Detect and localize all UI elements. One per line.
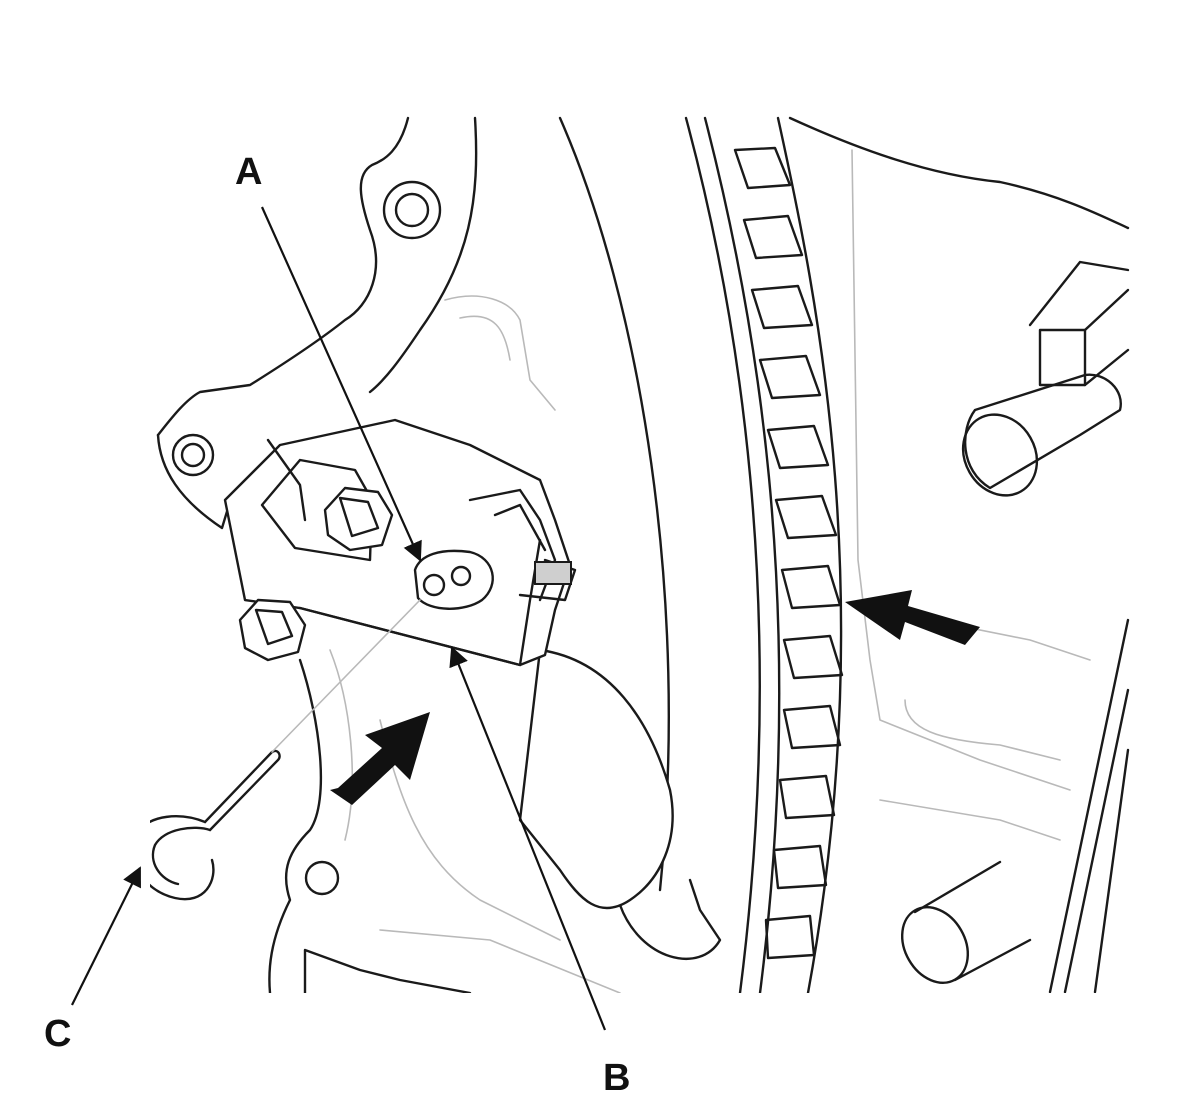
callout-c-leader bbox=[71, 866, 141, 1006]
flywheel-holder-tool bbox=[223, 418, 674, 910]
transmission-housing bbox=[788, 116, 1130, 993]
callout-a-leader bbox=[260, 206, 422, 562]
pin-hole-lower bbox=[450, 565, 472, 587]
bolt-lower bbox=[238, 598, 307, 662]
engine-block bbox=[156, 116, 621, 993]
flywheel-ring-gear bbox=[684, 116, 844, 993]
callout-a-label: A bbox=[235, 151, 262, 193]
drive-plate bbox=[558, 116, 722, 960]
callout-b-label: B bbox=[603, 1057, 630, 1099]
callout-b-leader bbox=[449, 646, 607, 1031]
callout-c-label: C bbox=[44, 1013, 71, 1055]
bolt-upper bbox=[323, 486, 394, 552]
direction-arrow-right bbox=[845, 590, 980, 645]
direction-arrow-left bbox=[330, 712, 430, 805]
pin-hole-upper bbox=[422, 573, 446, 597]
lock-pin-clip bbox=[150, 599, 421, 901]
